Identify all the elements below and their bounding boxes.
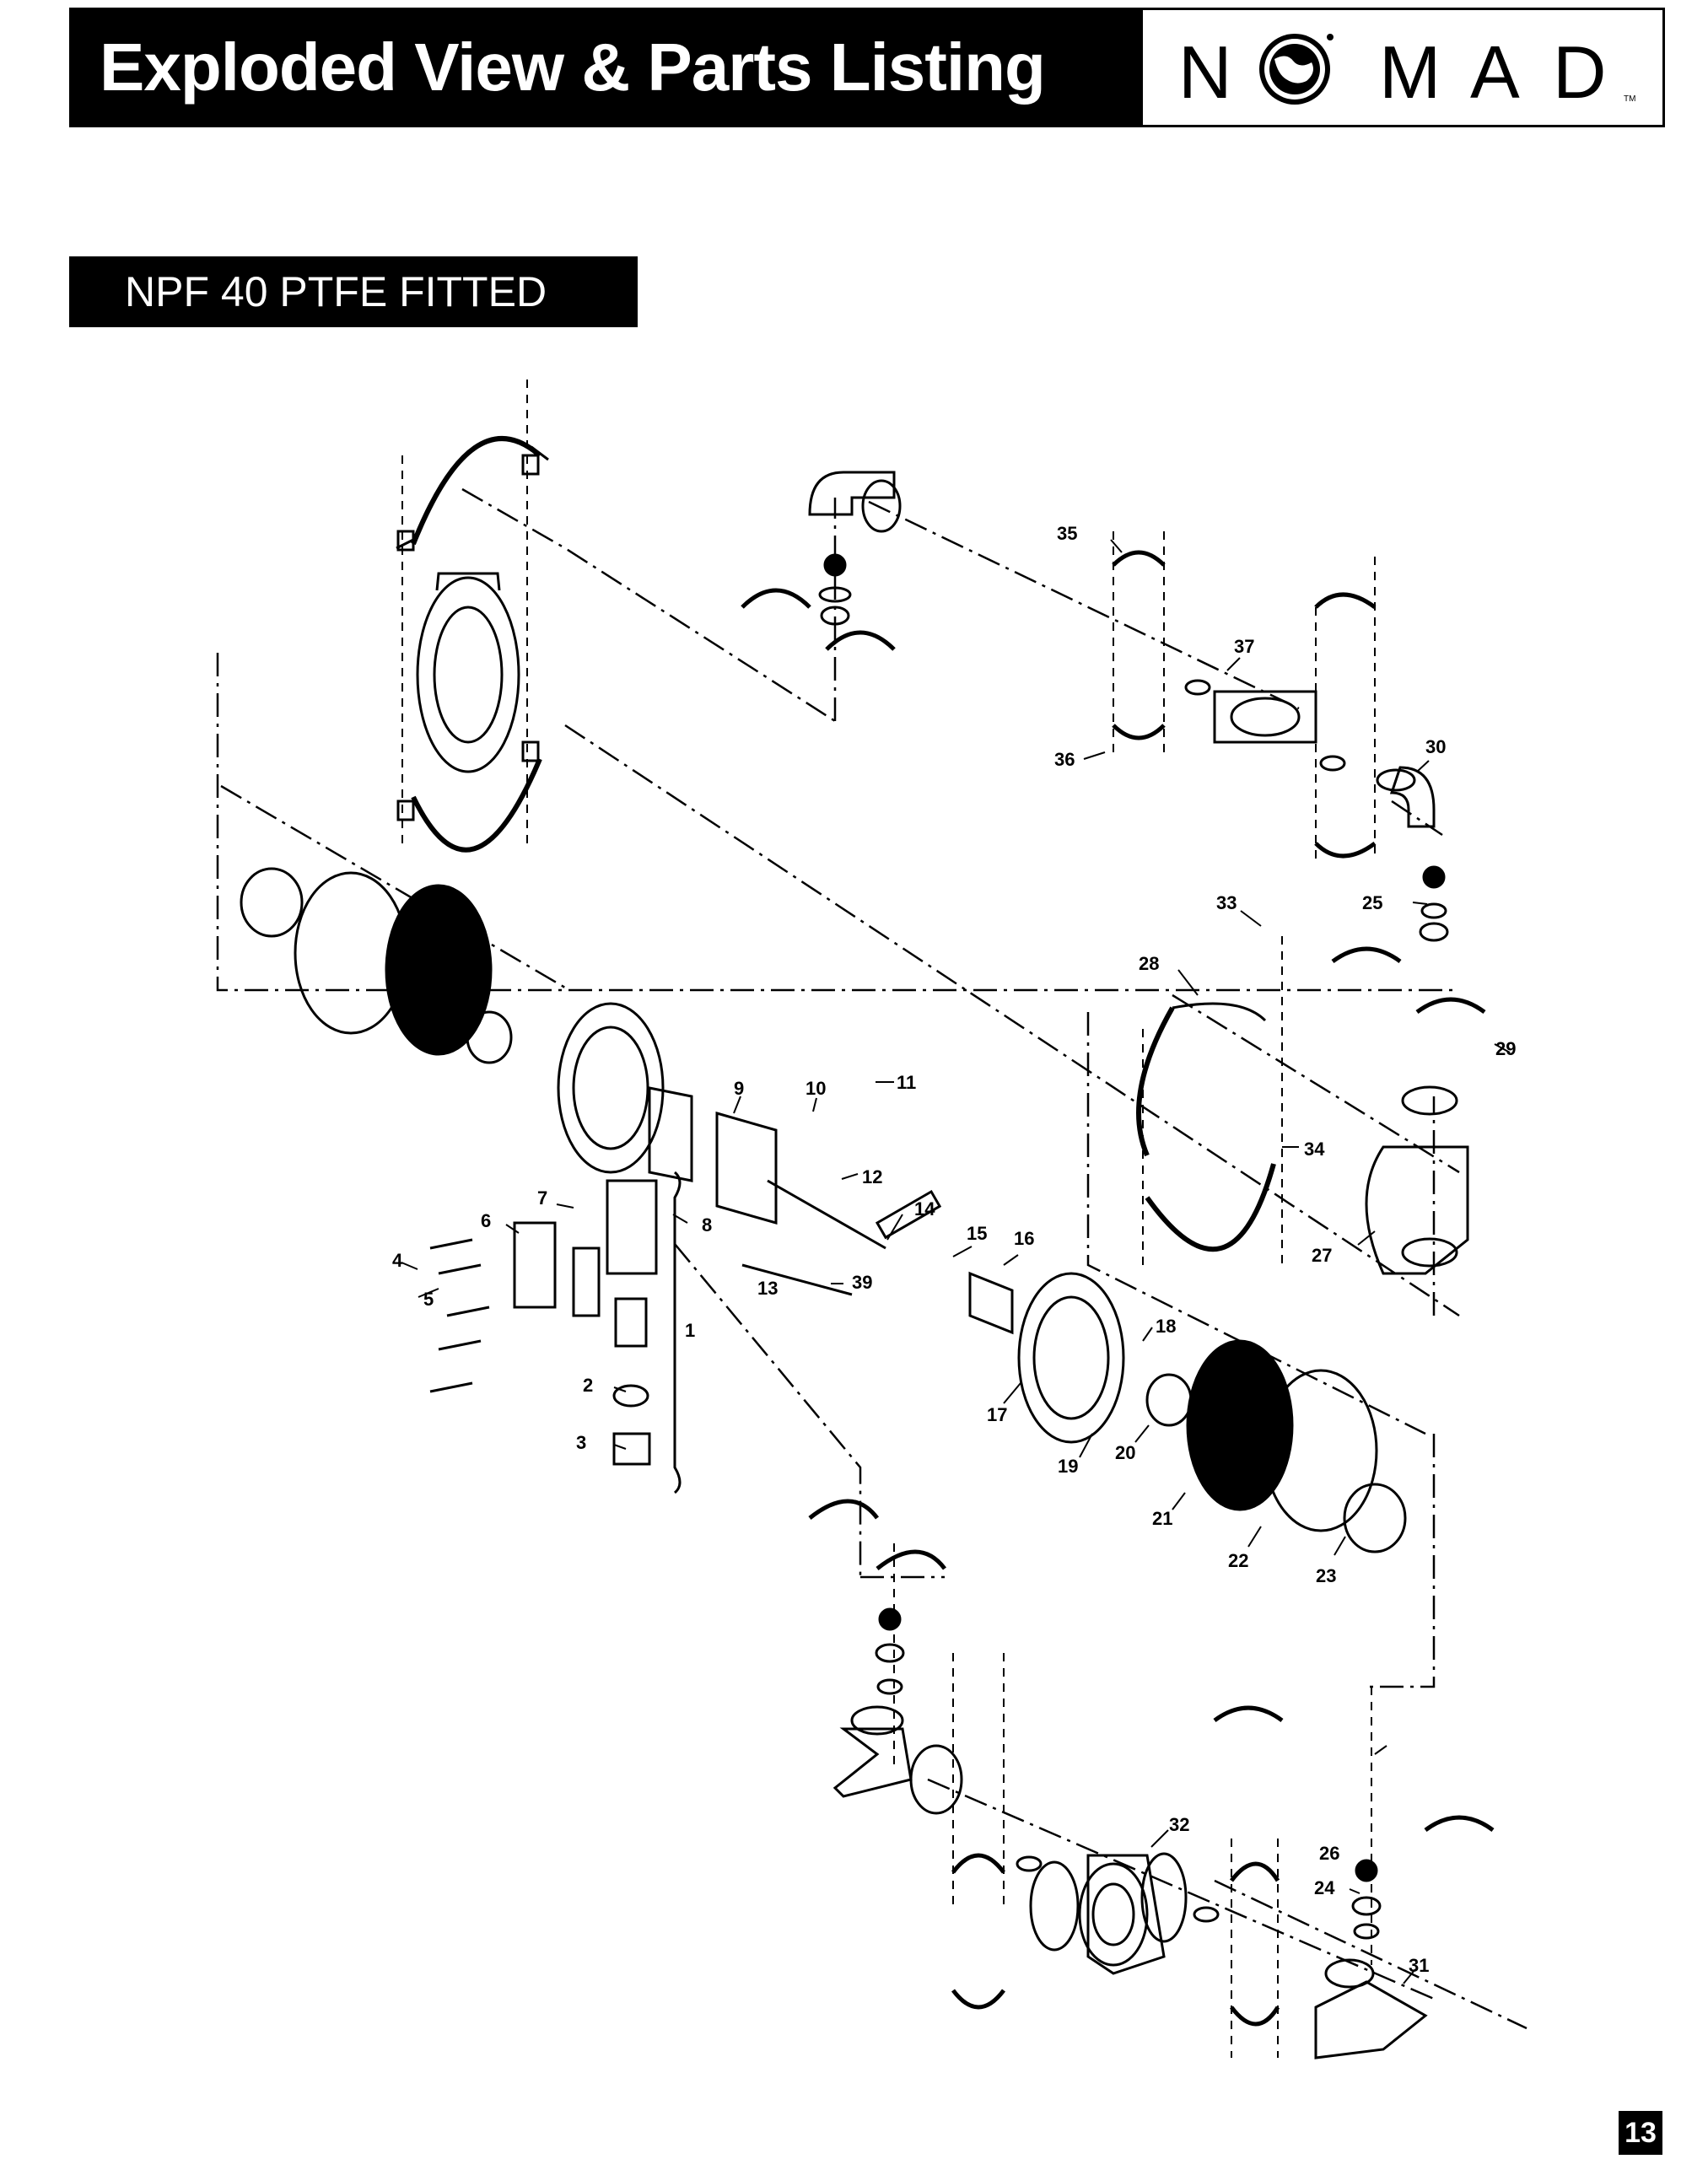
callout-13: 13 <box>757 1278 779 1299</box>
callout-29: 29 <box>1495 1038 1517 1059</box>
callout-12: 12 <box>862 1166 883 1187</box>
callout-36: 36 <box>1054 749 1075 770</box>
callout-39: 39 <box>852 1272 873 1293</box>
page-number: 13 <box>1619 2111 1662 2155</box>
callout-23: 23 <box>1316 1565 1337 1586</box>
callout-3: 3 <box>576 1432 587 1453</box>
callout-14: 14 <box>914 1198 935 1219</box>
callout-37: 37 <box>1234 636 1255 657</box>
callout-24: 24 <box>1314 1877 1335 1898</box>
callout-28: 28 <box>1139 953 1160 974</box>
callout-10: 10 <box>806 1078 827 1099</box>
globe-icon <box>1259 34 1334 105</box>
callout-22: 22 <box>1228 1550 1249 1571</box>
callout-27: 27 <box>1312 1245 1333 1266</box>
callout-20: 20 <box>1115 1442 1136 1463</box>
callout-26: 26 <box>1319 1843 1340 1864</box>
callout-19: 19 <box>1058 1456 1079 1477</box>
callout-4: 4 <box>392 1250 403 1271</box>
callout-5: 5 <box>423 1289 434 1310</box>
callout-9: 9 <box>734 1078 745 1099</box>
nomad-logo: N M A D TM <box>1140 8 1665 127</box>
callout-25: 25 <box>1362 892 1383 913</box>
callout-1: 1 <box>685 1320 696 1341</box>
svg-text:TM: TM <box>1624 94 1635 104</box>
model-label: NPF 40 PTFE FITTED <box>69 256 638 327</box>
callout-2: 2 <box>583 1375 594 1396</box>
svg-text:A: A <box>1470 30 1520 114</box>
svg-text:M: M <box>1379 30 1441 114</box>
header-bar: Exploded View & Parts Listing <box>69 8 1140 127</box>
callout-30: 30 <box>1425 736 1447 757</box>
callout-35: 35 <box>1057 523 1078 544</box>
callout-16: 16 <box>1014 1228 1035 1249</box>
callout-8: 8 <box>702 1214 713 1236</box>
callout-33: 33 <box>1216 892 1237 913</box>
callout-31: 31 <box>1409 1955 1430 1976</box>
callout-34: 34 <box>1304 1139 1325 1160</box>
callout-32: 32 <box>1169 1814 1190 1835</box>
page-title: Exploded View & Parts Listing <box>100 30 1046 105</box>
svg-text:N: N <box>1178 30 1232 114</box>
callout-6: 6 <box>481 1210 492 1231</box>
callout-17: 17 <box>987 1404 1008 1425</box>
callout-18: 18 <box>1156 1316 1177 1337</box>
callout-7: 7 <box>537 1187 548 1209</box>
callout-15: 15 <box>967 1223 988 1244</box>
svg-text:D: D <box>1553 30 1607 114</box>
callout-21: 21 <box>1152 1508 1173 1529</box>
callout-11: 11 <box>897 1072 917 1093</box>
